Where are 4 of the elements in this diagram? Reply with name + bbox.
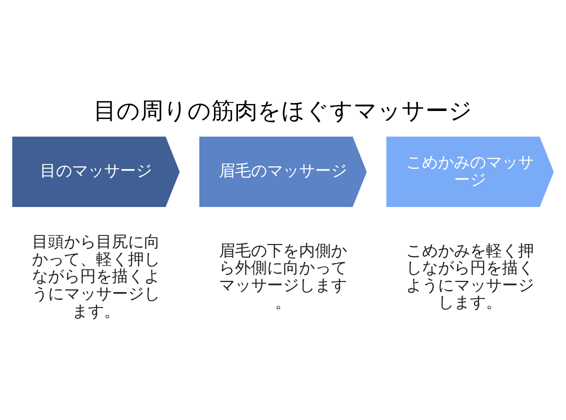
node-label: こめかみを軽く押しながら円を描くようにマッサージします。 xyxy=(406,240,534,312)
node-label: 眉毛の下を内側から外側に向かってマッサージします。 xyxy=(219,240,347,312)
diagram-title: 目の周りの筋肉をほぐすマッサージ xyxy=(94,98,472,124)
node-label: 目頭から目尻に向かって、軽く押しながら円を描くようにマッサージします。 xyxy=(32,232,160,320)
